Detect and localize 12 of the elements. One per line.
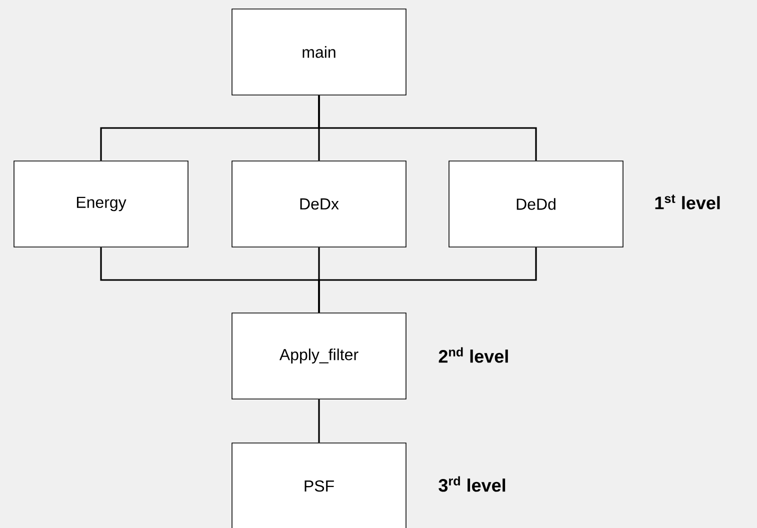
level-label: 1$^{st}$ level xyxy=(655,194,720,210)
process-box: Energy xyxy=(14,160,188,248)
level-label: 2$^{nd}$ level xyxy=(438,347,508,363)
connector-line xyxy=(318,95,537,161)
level-label: 3$^{rd}$ level xyxy=(438,476,506,492)
process-box: main xyxy=(232,8,406,96)
process-box: DeDd xyxy=(448,160,624,248)
process-box: DeDx xyxy=(232,160,406,248)
connector-line xyxy=(318,399,320,443)
process-box: Apply_filter xyxy=(232,312,406,400)
connector-line xyxy=(318,247,537,313)
process-box: PSF xyxy=(232,442,406,528)
